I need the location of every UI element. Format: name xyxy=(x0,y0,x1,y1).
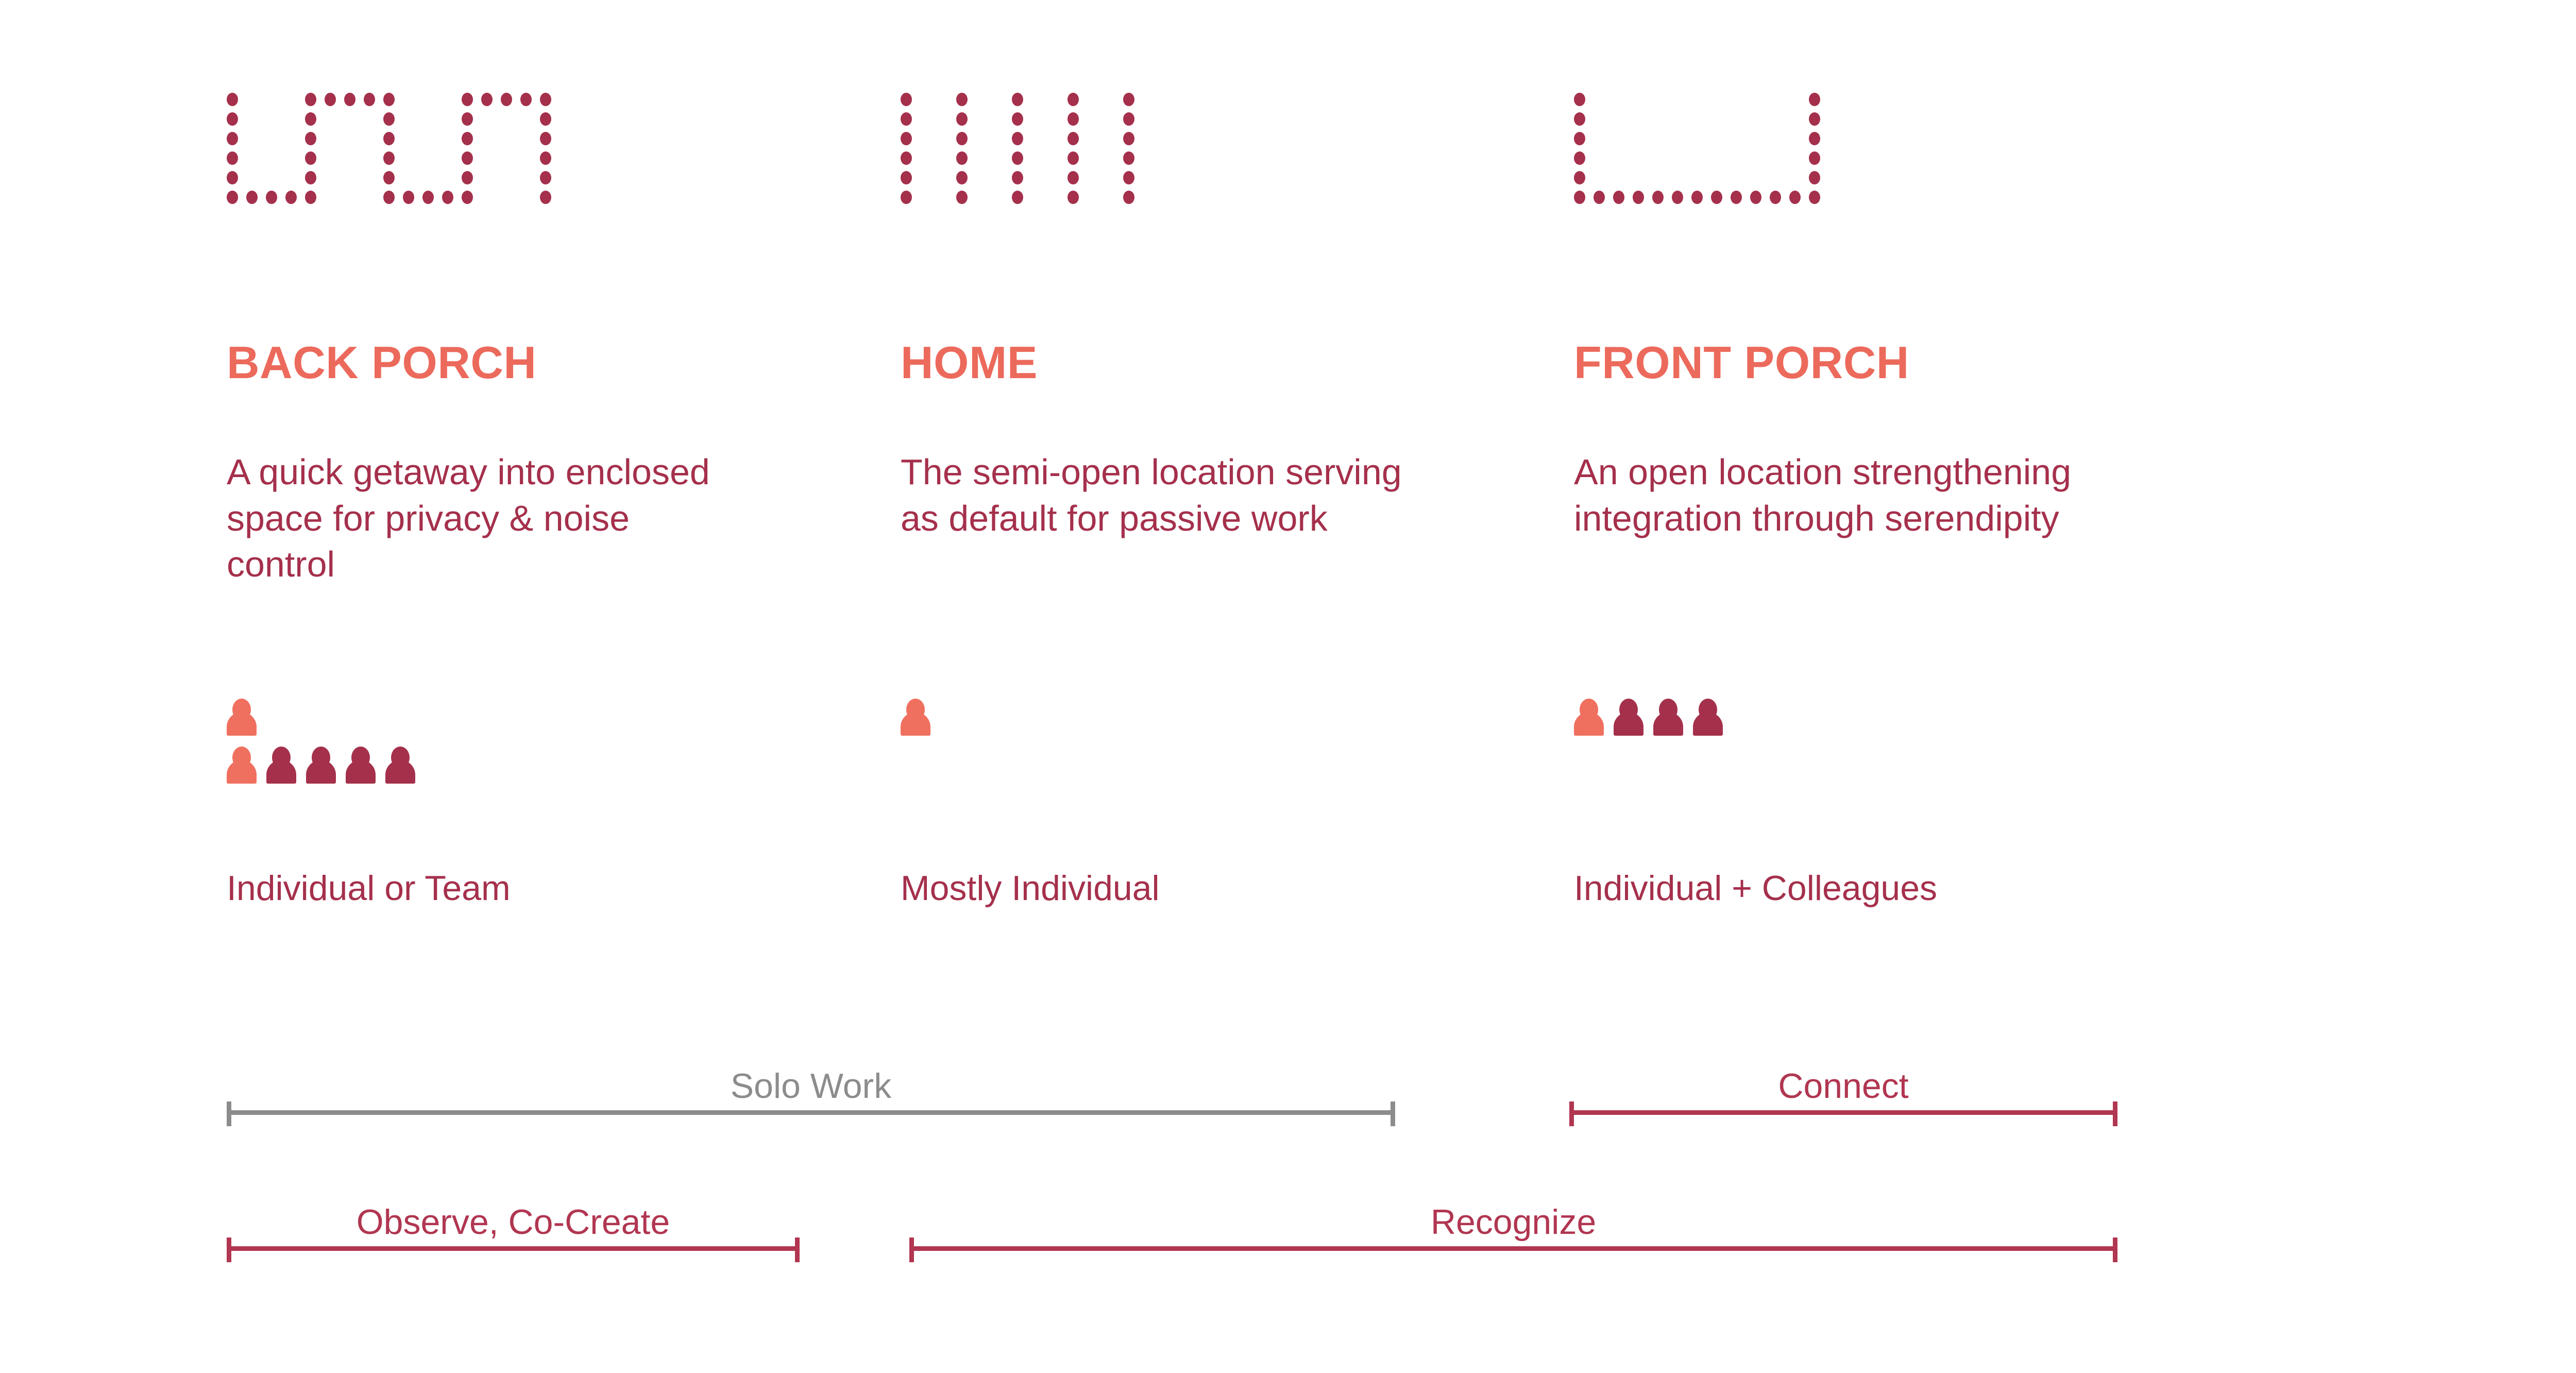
activity-bar-cap-left xyxy=(909,1238,914,1262)
home-dotted-plan-icon xyxy=(901,93,1143,211)
activity-bar-label: Connect xyxy=(1778,1066,1909,1106)
person-body xyxy=(1614,712,1643,736)
people-row xyxy=(1574,699,2244,736)
people-row xyxy=(227,747,896,784)
person-body xyxy=(227,760,257,784)
person-icon xyxy=(1653,699,1683,736)
activity-bar-label: Solo Work xyxy=(730,1066,892,1106)
activity-bar-line xyxy=(227,1110,1395,1115)
people-row xyxy=(227,699,896,736)
activity-bar-cap-right xyxy=(2113,1238,2117,1262)
activity-bar-cap-left xyxy=(227,1238,231,1262)
person-icon xyxy=(385,747,415,784)
column-heading-home: HOME xyxy=(901,337,1038,388)
person-body xyxy=(346,760,376,784)
activity-bar-connect: Connect xyxy=(1569,1069,2117,1126)
person-body xyxy=(227,712,257,736)
people-block-front-porch xyxy=(1574,699,2244,747)
person-body xyxy=(1693,712,1723,736)
activity-bar-label: Recognize xyxy=(1430,1202,1597,1242)
back-porch-dotted-plan-icon xyxy=(227,93,551,211)
person-icon xyxy=(901,699,930,736)
people-block-home xyxy=(901,699,1570,747)
activity-bar-cap-left xyxy=(227,1101,231,1126)
activity-bar-cap-right xyxy=(2113,1101,2117,1126)
person-body xyxy=(901,712,930,736)
column-heading-back-porch: BACK PORCH xyxy=(227,337,537,388)
activity-bar-solo-work: Solo Work xyxy=(227,1069,1395,1126)
person-icon xyxy=(1614,699,1643,736)
people-caption-front-porch: Individual + Colleagues xyxy=(1574,869,1938,908)
person-body xyxy=(306,760,336,784)
person-icon xyxy=(346,747,376,784)
person-icon xyxy=(227,699,257,736)
people-row xyxy=(901,699,1570,736)
people-block-back-porch xyxy=(227,699,896,794)
activity-bar-line xyxy=(1569,1110,2117,1115)
person-icon xyxy=(1574,699,1604,736)
people-caption-home: Mostly Individual xyxy=(901,869,1160,908)
activity-bar-line xyxy=(909,1246,2117,1251)
column-description-front-porch: An open location strengthening integrati… xyxy=(1574,452,2072,538)
column-heading-front-porch: FRONT PORCH xyxy=(1574,337,1909,388)
person-body xyxy=(266,760,296,784)
person-icon xyxy=(306,747,336,784)
person-body xyxy=(1653,712,1683,736)
front-porch-dotted-plan-icon xyxy=(1574,93,1826,211)
column-description-back-porch: A quick getaway into enclosed space for … xyxy=(227,452,710,585)
person-body xyxy=(1574,712,1604,736)
activity-bar-line xyxy=(227,1246,800,1251)
activity-bar-cap-right xyxy=(795,1238,800,1262)
person-icon xyxy=(227,747,257,784)
activity-bar-recognize: Recognize xyxy=(909,1205,2117,1262)
people-caption-back-porch: Individual or Team xyxy=(227,869,511,908)
person-icon xyxy=(266,747,296,784)
person-icon xyxy=(1693,699,1723,736)
activity-bar-cap-left xyxy=(1569,1101,1574,1126)
person-body xyxy=(385,760,415,784)
activity-bar-cap-right xyxy=(1391,1101,1395,1126)
activity-bar-observe-co-create: Observe, Co-Create xyxy=(227,1205,800,1262)
activity-bar-label: Observe, Co-Create xyxy=(356,1202,670,1242)
column-description-home: The semi-open location serving as defaul… xyxy=(901,452,1402,538)
